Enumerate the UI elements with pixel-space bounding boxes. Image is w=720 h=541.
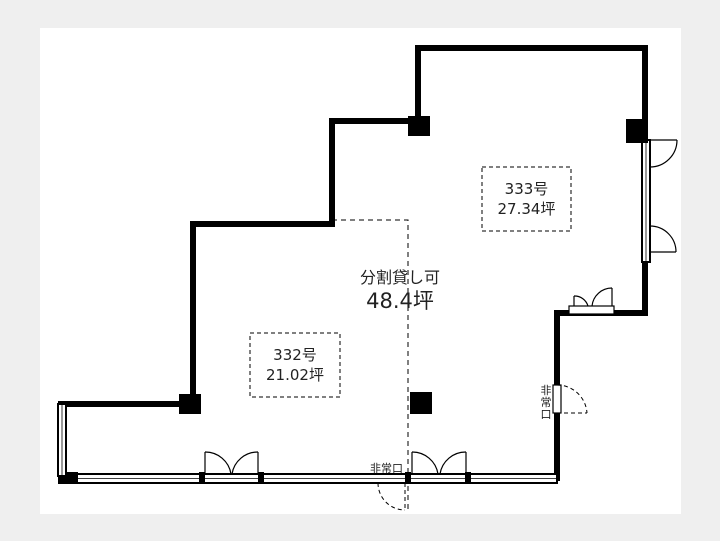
unit-333-number: 333号	[504, 180, 549, 198]
double-door-south-west[interactable]	[204, 451, 259, 475]
double-door-east-inner[interactable]	[568, 287, 615, 315]
emergency-exit-door-bottom[interactable]	[377, 482, 406, 511]
east-glazing	[641, 139, 651, 263]
storefront-glazing	[58, 472, 558, 484]
emergency-exit-door-side[interactable]	[552, 384, 588, 414]
column	[179, 394, 201, 414]
unit-332-number: 332号	[273, 346, 317, 364]
unit-332-label: 332号 21.02坪	[250, 345, 340, 385]
unit-333-box	[481, 166, 572, 232]
total-area-label: 分割貸し可 48.4坪	[340, 268, 460, 314]
plan-paper	[40, 28, 681, 514]
emergency-exit-label-bottom: 非常口	[370, 462, 403, 475]
division-note: 分割貸し可	[359, 268, 440, 287]
east-door-upper[interactable]	[649, 139, 678, 168]
unit-332-area: 21.02坪	[266, 366, 324, 384]
column	[626, 119, 648, 143]
west-glazing	[57, 403, 67, 477]
column	[410, 392, 432, 414]
emergency-exit-label-side: 非常口	[540, 384, 552, 421]
column	[408, 116, 430, 136]
unit-333-label: 333号 27.34坪	[482, 179, 571, 219]
total-area: 48.4坪	[366, 289, 434, 313]
double-door-south-east[interactable]	[411, 451, 467, 475]
unit-332-box	[249, 332, 341, 398]
partition-dashed-line	[332, 219, 409, 510]
outer-wall	[60, 45, 648, 407]
east-door-lower[interactable]	[649, 225, 677, 253]
unit-333-area: 27.34坪	[497, 200, 556, 218]
